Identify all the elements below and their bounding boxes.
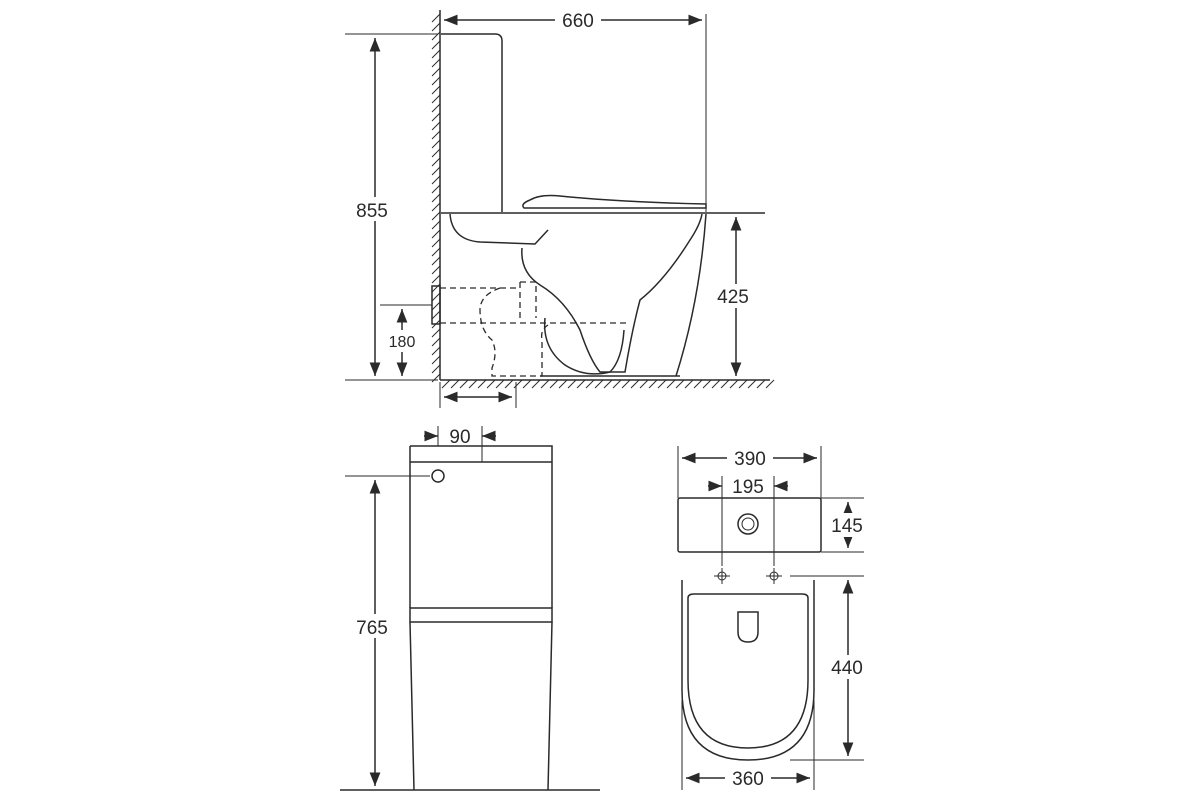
- dim-top-base-width: 360: [732, 769, 764, 790]
- bowl-outer: [675, 213, 707, 377]
- fixing-point-right: [766, 568, 782, 584]
- trapway: [543, 317, 625, 375]
- dim-top-hole-spacing: 195: [732, 477, 764, 498]
- front-pedestal: [409, 621, 553, 791]
- front-view: 90 765: [340, 426, 600, 791]
- dim-front-height: 765: [356, 618, 388, 639]
- dim-top-width: 390: [734, 449, 766, 470]
- dim-seat-height: 425: [717, 287, 749, 308]
- outlet-dashed: [440, 281, 630, 377]
- top-cistern: [677, 497, 822, 553]
- fixing-point-left: [714, 568, 730, 584]
- side-view: 660 855 425 180: [345, 8, 775, 408]
- front-cistern: [409, 445, 553, 608]
- dim-side-depth: 660: [562, 11, 594, 32]
- top-view: 390 195 145 440 360: [677, 446, 872, 790]
- seat-lid: [522, 194, 707, 209]
- dim-top-bowl-length: 440: [831, 658, 863, 679]
- cistern-outline: [441, 33, 503, 212]
- seat-hinge-slot: [737, 611, 759, 643]
- inlet-hole: [431, 469, 445, 483]
- bowl-outline: [449, 213, 703, 373]
- flush-button: [737, 513, 759, 535]
- dim-top-tank-depth: 145: [831, 516, 863, 537]
- dim-side-height: 855: [356, 201, 388, 222]
- dim-outlet-height: 180: [389, 334, 416, 351]
- floor-hatching: [441, 379, 775, 389]
- dim-front-inlet: 90: [449, 427, 470, 448]
- top-seat: [687, 593, 809, 749]
- top-bowl-outer: [681, 580, 815, 761]
- wall-hatching: [431, 13, 441, 383]
